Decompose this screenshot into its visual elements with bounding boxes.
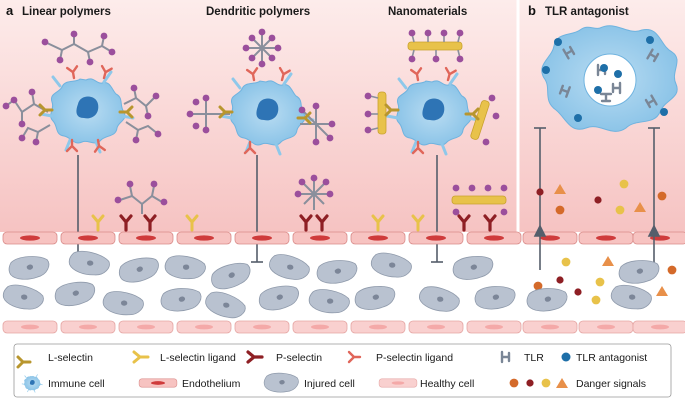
- legend-item-healthy-cell: Healthy cell: [378, 378, 474, 390]
- legend-item-endothelium: Endothelium: [138, 378, 241, 390]
- free-dendritic-polymer: [248, 34, 276, 62]
- immune-cell-tlr: [541, 25, 678, 132]
- bound-linear-polymer: [119, 185, 163, 214]
- legend-label-l-selectin: L-selectin: [48, 352, 93, 364]
- legend-label-immune-cell: Immune cell: [48, 378, 105, 390]
- legend-item-tlr-antagonist: TLR antagonist: [561, 352, 647, 364]
- inhibition-arrows-panel-b: [533, 127, 661, 270]
- nanomaterial-rods-attached: [364, 91, 500, 146]
- legend-label-p-selectin: P-selectin: [276, 352, 322, 364]
- panel-b-letter: b: [528, 3, 536, 18]
- legend-label-injured-cell: Injured cell: [304, 378, 355, 390]
- column-title-nanomaterials: Nanomaterials: [388, 6, 467, 18]
- danger-signals-tissue: [533, 256, 677, 305]
- column-title-linear-polymers: Linear polymers: [22, 6, 111, 18]
- legend-label-tlr: TLR: [524, 352, 544, 364]
- endothelium-layer: [2, 231, 685, 245]
- legend-label-p-selectin-ligand: P-selectin ligand: [376, 352, 453, 364]
- panel-b-title: TLR antagonist: [545, 6, 629, 18]
- legend-label-danger-signals: Danger signals: [576, 378, 646, 390]
- legend-item-l-selectin: L-selectin: [16, 352, 93, 369]
- legend-item-immune-cell: Immune cell: [21, 374, 105, 393]
- legend-item-injured-cell: Injured cell: [263, 372, 355, 393]
- bound-nanomaterial-rod: [451, 184, 508, 216]
- column-title-dendritic-polymers: Dendritic polymers: [206, 6, 310, 18]
- bound-dendritic-polymer: [300, 180, 328, 210]
- tlr-antagonists: [542, 36, 668, 122]
- legend-item-l-selectin-ligand: L-selectin ligand: [132, 350, 236, 364]
- danger-signals-lumen: [536, 179, 667, 215]
- legend-label-healthy-cell: Healthy cell: [420, 378, 474, 390]
- healthy-cell-layer: [2, 320, 685, 334]
- legend-label-tlr-antagonist: TLR antagonist: [576, 352, 647, 364]
- legend-label-l-selectin-ligand: L-selectin ligand: [160, 352, 236, 364]
- legend-item-p-selectin: P-selectin: [246, 350, 322, 364]
- legend-item-danger-signals: Danger signals: [509, 378, 646, 390]
- legend-item-tlr: TLR: [500, 350, 544, 364]
- legend-item-p-selectin-ligand: P-selectin ligand: [347, 350, 453, 364]
- free-nanomaterial-rod: [407, 29, 464, 63]
- panel-a-letter: a: [6, 3, 14, 18]
- legend-label-endothelium: Endothelium: [182, 378, 241, 390]
